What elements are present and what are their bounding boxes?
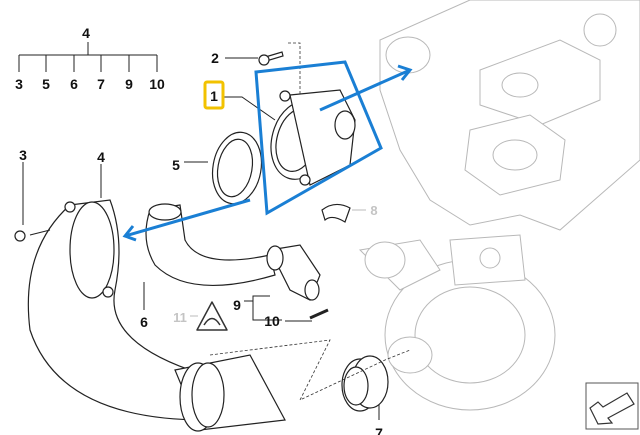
tree-child-label: 7 — [97, 76, 105, 92]
callout-3[interactable]: 3 — [19, 147, 27, 163]
part-7-sleeve[interactable] — [341, 355, 389, 412]
part-5-seal-ring[interactable] — [207, 128, 267, 207]
part-4-intake-hose[interactable] — [27, 199, 206, 421]
part-9-fitting[interactable] — [266, 244, 321, 301]
navigation-arrow-icon[interactable] — [585, 382, 639, 430]
blue-arrow-right — [319, 64, 413, 112]
tree-child-label: 9 — [125, 76, 133, 92]
callout-6[interactable]: 6 — [140, 314, 148, 330]
callout-1[interactable]: 1 — [210, 88, 218, 104]
tree-child-label: 5 — [42, 76, 50, 92]
part-8-clamp[interactable] — [321, 203, 351, 223]
callout-11[interactable]: 11 — [173, 310, 187, 325]
callout-4[interactable]: 4 — [97, 149, 105, 165]
engine-cover-ghost — [379, 0, 640, 231]
part-10-o-ring[interactable] — [309, 308, 329, 320]
warning-triangle-icon — [196, 301, 228, 331]
tree-child-label: 3 — [15, 76, 23, 92]
part-group-tree: 4 3 5 6 7 9 10 — [15, 25, 165, 92]
callout-2[interactable]: 2 — [211, 50, 219, 66]
part-1-flange[interactable] — [263, 89, 356, 186]
callout-5[interactable]: 5 — [172, 157, 180, 173]
blue-arrow-left — [122, 198, 251, 242]
part-3-bolt[interactable] — [14, 230, 26, 242]
tree-child-label: 10 — [149, 76, 165, 92]
turbocharger-ghost — [358, 234, 556, 411]
tree-child-label: 6 — [70, 76, 78, 92]
callout-8[interactable]: 8 — [370, 203, 377, 218]
selection-outline — [254, 60, 383, 216]
callout-10[interactable]: 10 — [264, 313, 280, 329]
callout-9[interactable]: 9 — [233, 297, 241, 313]
highlight-box — [203, 80, 225, 110]
part-6-hose[interactable] — [145, 203, 276, 287]
callout-7[interactable]: 7 — [375, 425, 383, 435]
tree-root-label: 4 — [82, 25, 90, 41]
part-2-bolt[interactable] — [258, 51, 284, 66]
pipe-section[interactable] — [174, 354, 286, 432]
